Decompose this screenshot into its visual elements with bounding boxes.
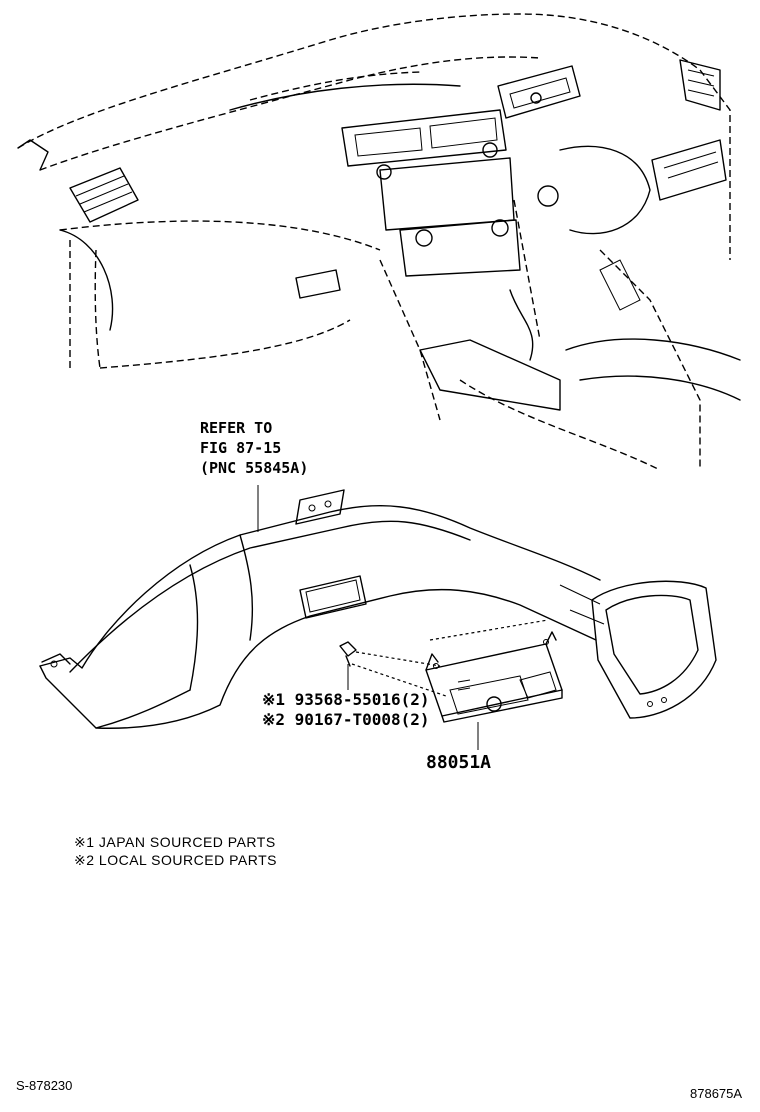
screw-part-number-local: ※2 90167-T0008(2): [262, 710, 430, 729]
control-module-illustration: [425, 619, 563, 723]
reference-line-2: FIG 87-15: [200, 439, 282, 457]
reference-line-1: REFER TO: [200, 419, 273, 437]
note-japan-sourced: ※1 JAPAN SOURCED PARTS: [74, 834, 276, 850]
reference-pnc: (PNC 55845A): [200, 459, 309, 477]
note-local-sourced: ※2 LOCAL SOURCED PARTS: [74, 852, 277, 868]
screw-icon: [339, 641, 447, 697]
figure-code: 878675A: [690, 1086, 743, 1101]
air-duct-illustration: [39, 489, 717, 729]
screw-part-number-japan: ※1 93568-55016(2): [262, 690, 430, 709]
module-part-number: 88051A: [426, 752, 492, 773]
illustration-code: S-878230: [16, 1078, 73, 1093]
dashboard-illustration: [17, 13, 741, 471]
